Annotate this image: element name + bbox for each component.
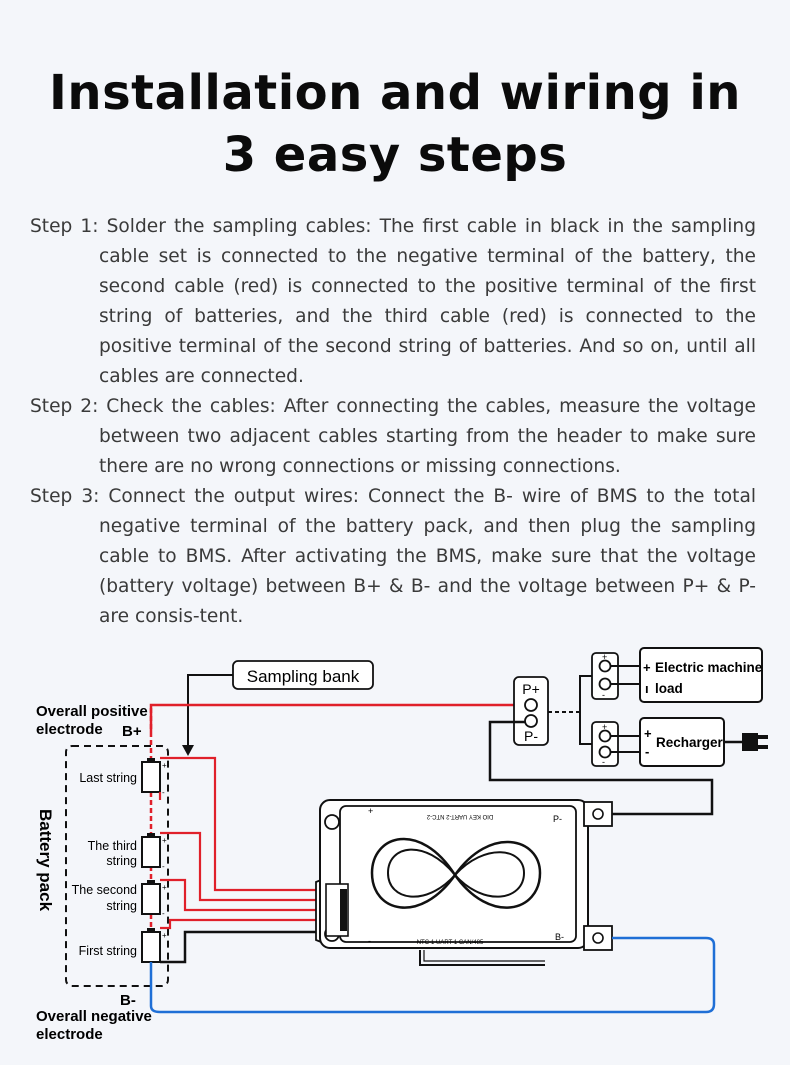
label-positive-electrode: electrode [36,721,103,738]
electric-machine-label: Electric machine [655,660,763,675]
svg-text:-: - [162,788,165,797]
svg-text:+: + [602,652,607,662]
recharger-block: + - + - Recharger [591,717,768,767]
cell-third-string: +- [141,833,167,871]
page-title: Installation and wiring in 3 easy steps [0,62,790,186]
label-first-string: First string [79,944,137,958]
label-overall-positive: Overall positive [36,703,148,720]
bms-p-minus-label: P- [553,814,562,824]
svg-text:-: - [368,936,371,946]
p-plus-label: P+ [522,681,540,697]
sampling-wire-black [160,930,316,964]
p-minus-wire [488,720,714,816]
step-3: Step 3: Connect the output wires: Connec… [30,486,756,627]
label-third-string-2: string [106,854,137,868]
svg-text:+: + [643,660,651,675]
power-plug-icon [742,733,758,751]
label-second-string-2: string [106,899,137,913]
label-negative-electrode: electrode [36,1026,103,1043]
label-b-plus: B+ [122,723,142,740]
step-2: Step 2: Check the cables: After connecti… [30,396,756,477]
label-second-string-1: The second [72,883,137,897]
cell-second-string: +- [141,880,167,918]
steps-list: Step 1: Solder the sampling cables: The … [30,212,756,632]
svg-text:-: - [162,909,165,918]
svg-text:+: + [162,931,167,940]
p-minus-label: P- [524,728,538,744]
sampling-bank-label: Sampling bank [247,667,360,686]
svg-text:-: - [162,862,165,871]
label-third-string-1: The third [88,839,137,853]
bms-top-labels: DIO KEY UART-2 NTC-2 [426,813,493,819]
svg-text:+: + [602,722,607,732]
battery-pack-label: Battery pack [36,809,55,912]
bms-b-minus-label: B- [555,932,564,942]
cell-first-string: +- [141,928,167,966]
recharger-label: Recharger [656,735,724,750]
bms-board: DIO KEY UART-2 NTC-2 NTC-1 UART-1 CAN/48… [319,799,613,966]
title-line-1: Installation and wiring in [49,65,741,121]
svg-text:+: + [162,883,167,892]
svg-text:+: + [162,836,167,845]
cell-last-string: +- [141,758,167,797]
label-last-string: Last string [79,771,137,785]
positive-main-wire [149,703,532,732]
label-overall-negative: Overall negative [36,1008,152,1025]
svg-text:+: + [368,806,373,816]
svg-text:-: - [602,757,605,767]
svg-text:+: + [162,761,167,770]
bms-bottom-labels: NTC-1 UART-1 CAN/485 [417,940,484,946]
title-line-2: 3 easy steps [222,127,568,183]
svg-text:+: + [644,726,652,741]
p-terminal-block: P+ P- [513,676,549,746]
svg-text:-: - [602,690,605,700]
svg-text:-: - [645,744,649,759]
label-b-minus: B- [120,992,136,1009]
electric-machine-block: + - + Electric machine ı load [591,647,763,703]
svg-text:ı: ı [645,681,649,696]
step-1: Step 1: Solder the sampling cables: The … [30,216,756,387]
wiring-diagram: Battery pack +- +- +- +- Last string The… [36,647,768,1043]
negative-main-wire [149,936,716,1014]
load-label: load [655,681,683,696]
